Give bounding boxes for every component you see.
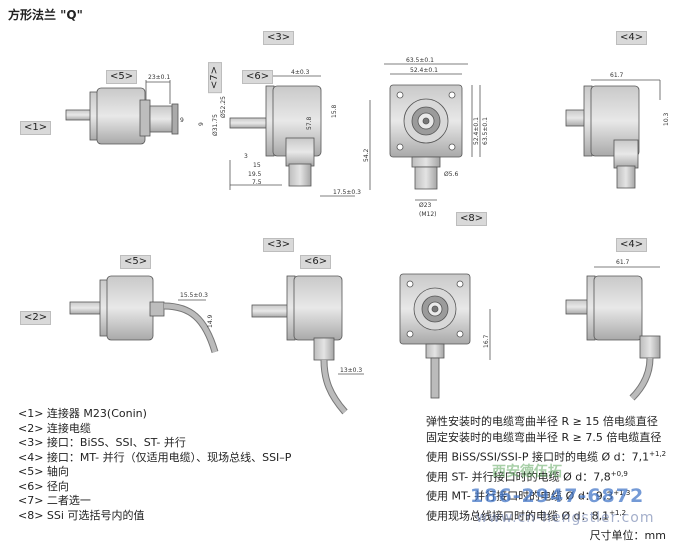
note-6: 使用现场总线接口时的电缆 Ø d：8,1+1,2: [426, 508, 627, 523]
note-5: 使用 MT- 并行接口时的电缆 Ø d：9,3+1,3: [426, 489, 631, 503]
view-axial-connector: [65, 80, 179, 145]
tag-6-top: <6>: [242, 70, 274, 84]
legend-item: <8> SSi 可选括号内的值: [18, 508, 145, 522]
tag-1: <1>: [20, 121, 52, 135]
watermark-url: www.cn-hengstler.com: [476, 510, 655, 526]
legend-item: <4> 接口：MT- 并行（仅适用电缆）、现场总线、SSI–P: [18, 450, 292, 464]
tag-3-bottom: <3>: [263, 238, 295, 252]
dim-103: 10.3: [663, 112, 670, 126]
note-1: 弹性安装时的电缆弯曲半径 R ≥ 15 倍电缆直径: [426, 415, 658, 428]
dim-5225: Ø52.25: [220, 96, 227, 118]
dim-635: 63.5±0.1: [406, 57, 434, 64]
dim-542: 54.2: [363, 148, 370, 162]
view-radial-cable: [251, 275, 364, 415]
cable-notes: 弹性安装时的电缆弯曲半径 R ≥ 15 倍电缆直径 固定安装时的电缆弯曲半径 R…: [426, 414, 666, 525]
legend-item: <7> 二者选一: [18, 494, 91, 507]
legend-item: <1> 连接器 M23(Conin): [18, 407, 147, 420]
legend-item: <5> 轴向: [18, 465, 69, 478]
watermark-name: 西安德伍拓: [492, 464, 562, 480]
tag-2: <2>: [20, 311, 52, 325]
view-front-cable: [399, 273, 491, 399]
dim-23b: Ø23: [419, 202, 432, 209]
dim-56: Ø5.6: [444, 171, 458, 178]
watermark-phone: 186-2947-6872: [470, 485, 645, 507]
legend-item: <6> 径向: [18, 479, 69, 493]
legend-item: <2> 连接电缆: [18, 421, 91, 435]
dim-175: 17.5±0.3: [333, 189, 361, 196]
dim-9: 9: [180, 117, 184, 124]
dim-3: 3: [244, 153, 248, 160]
tag-6-bottom: <6>: [300, 255, 332, 269]
dim-23: 23±0.1: [148, 74, 170, 81]
legend: <1> 连接器 M23(Conin) <2> 连接电缆 <3> 接口：BiSS、…: [18, 407, 291, 523]
unit-label: 尺寸单位：mm: [589, 529, 666, 542]
dim-155: 15.5±0.3: [180, 292, 208, 299]
dim-617b: 61.7: [616, 259, 630, 266]
dim-195: 19.5: [248, 171, 262, 178]
dim-578: 57.8: [306, 116, 313, 130]
legend-item: <3> 接口：BiSS、SSI、ST- 并行: [18, 436, 186, 449]
dim-158: 15.8: [331, 104, 338, 118]
note-2: 固定安装时的电缆弯曲半径 R ≥ 7.5 倍电缆直径: [426, 431, 662, 444]
dim-149: 14.9: [207, 314, 214, 328]
view-side-4-cable: [565, 266, 661, 401]
tag-8: <8>: [456, 212, 488, 226]
tag-4-bottom: <4>: [616, 238, 648, 252]
view-axial-cable: [69, 275, 219, 354]
dim-13: 13±0.3: [340, 367, 362, 374]
view-radial-side: [229, 75, 355, 197]
view-front: [369, 63, 481, 201]
dim-524-v: 52.4±0.1: [473, 117, 480, 145]
dim-635-v: 63.5±0.1: [482, 117, 489, 145]
dim-4: 4±0.3: [291, 69, 310, 76]
note-4: 使用 ST- 并行接口时的电缆 Ø d：7,8+0,9: [426, 469, 628, 484]
dim-617: 61.7: [610, 72, 624, 79]
note-3: 使用 BiSS/SSI/SSI-P 接口时的电缆 Ø d：7,1+1,2: [426, 450, 667, 464]
tag-5-top: <5>: [106, 70, 138, 84]
tag-3-top: <3>: [263, 31, 295, 45]
dim-75: 7.5: [252, 179, 262, 186]
dim-m12: (M12): [419, 211, 437, 218]
page-title: 方形法兰 "Q": [8, 8, 83, 22]
dim-3175: Ø31.75: [212, 114, 219, 136]
dim-167: 16.7: [483, 334, 490, 348]
dim-9b: 9: [198, 122, 205, 126]
tag-4-top: <4>: [616, 31, 648, 45]
dim-524: 52.4±0.1: [410, 67, 438, 74]
dim-15: 15: [253, 162, 261, 169]
tag-5-bottom: <5>: [120, 255, 152, 269]
view-side-4: [565, 79, 661, 189]
